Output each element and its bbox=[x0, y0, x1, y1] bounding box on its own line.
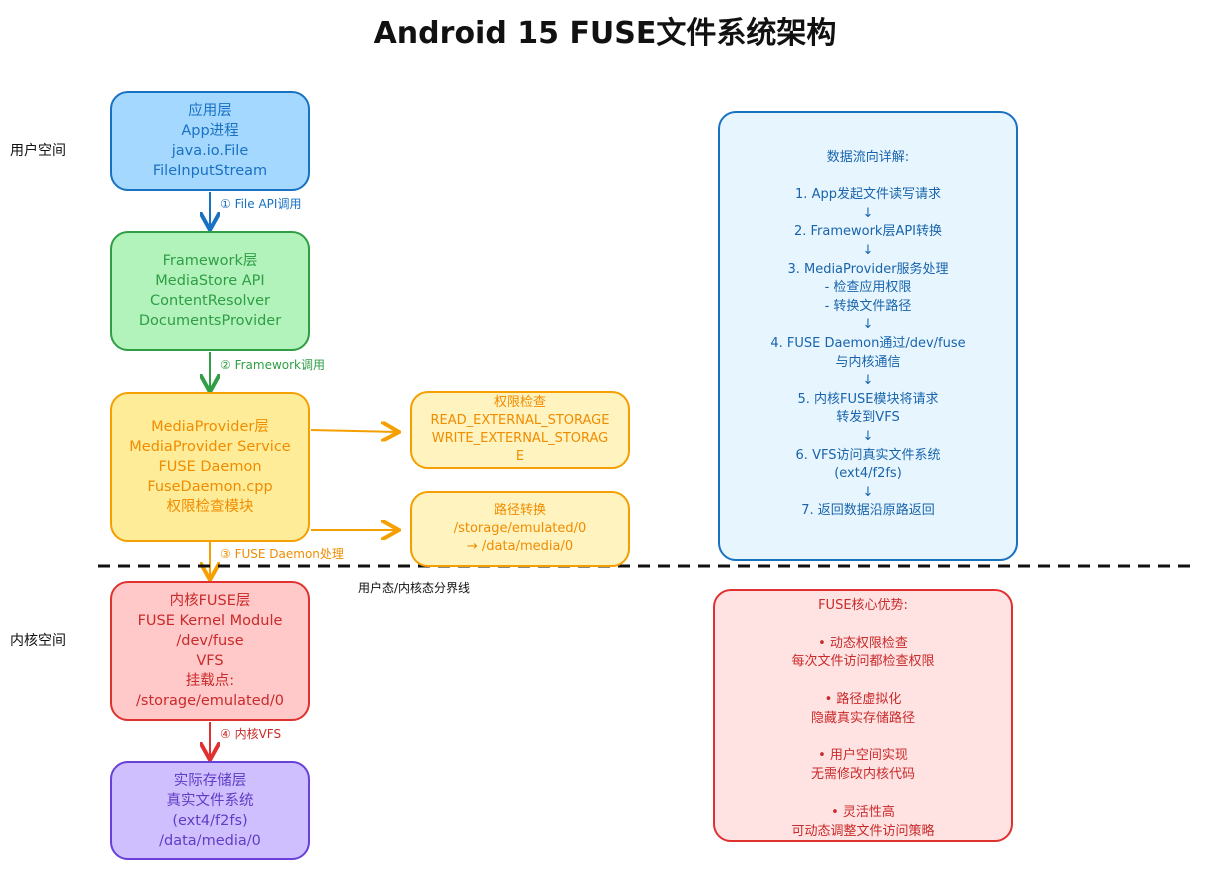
node-line: MediaProvider层 bbox=[151, 419, 269, 435]
node-line: E bbox=[515, 449, 525, 464]
flow-line: (ext4/f2fs) bbox=[834, 466, 902, 482]
node-line: App进程 bbox=[181, 123, 239, 139]
framework-layer-node: Framework层 MediaStore API ContentResolve… bbox=[110, 231, 310, 351]
flow-line: 4. FUSE Daemon通过/dev/fuse bbox=[770, 335, 966, 351]
kernel-space-label: 内核空间 bbox=[10, 633, 66, 649]
node-line: MediaProvider Service bbox=[129, 439, 291, 455]
flow-line: ↓ bbox=[862, 317, 874, 333]
flow-line: 5. 内核FUSE模块将请求 bbox=[797, 391, 939, 407]
user-space-label: 用户空间 bbox=[10, 143, 66, 159]
node-line: /data/media/0 bbox=[159, 832, 261, 849]
node-line: VFS bbox=[196, 653, 224, 669]
fuse-advantages-panel: FUSE核心优势: • 动态权限检查 每次文件访问都检查权限 • 路径虚拟化 隐… bbox=[713, 589, 1013, 842]
node-line: 权限检查 bbox=[493, 395, 546, 410]
node-line: 应用层 bbox=[188, 103, 232, 119]
advantage-line: • 用户空间实现 bbox=[818, 748, 908, 764]
node-line: /storage/emulated/0 bbox=[453, 521, 587, 536]
flow-line: 转发到VFS bbox=[836, 410, 900, 426]
advantage-line bbox=[861, 729, 865, 748]
mediaprovider-layer-node: MediaProvider层 MediaProvider Service FUS… bbox=[110, 392, 310, 542]
data-flow-panel: 数据流向详解: 1. App发起文件读写请求 ↓ 2. Framework层AP… bbox=[718, 111, 1018, 561]
advantage-line: 可动态调整文件访问策略 bbox=[791, 823, 935, 839]
node-line: Framework层 bbox=[162, 253, 258, 269]
flow-line bbox=[866, 168, 870, 187]
edge-label-framework: ② Framework调用 bbox=[220, 358, 326, 372]
flow-line: ↓ bbox=[862, 205, 874, 221]
node-line: → /data/media/0 bbox=[466, 539, 574, 554]
arrow-mediaprovider-to-permission bbox=[310, 430, 397, 432]
node-line: ContentResolver bbox=[150, 293, 270, 309]
node-line: DocumentsProvider bbox=[138, 313, 282, 329]
boundary-label: 用户态/内核态分界线 bbox=[358, 581, 471, 595]
advantage-line: 隐藏真实存储路径 bbox=[810, 710, 915, 726]
node-line: /storage/emulated/0 bbox=[136, 693, 284, 709]
node-line: 实际存储层 bbox=[173, 772, 247, 789]
permission-check-node: 权限检查 READ_EXTERNAL_STORAGE WRITE_EXTERNA… bbox=[410, 391, 630, 469]
node-line: /dev/fuse bbox=[176, 633, 244, 649]
node-line: 真实文件系统 bbox=[166, 792, 254, 809]
flow-line: ↓ bbox=[862, 428, 874, 444]
node-line: 挂载点: bbox=[185, 673, 235, 689]
flow-line: - 转换文件路径 bbox=[824, 298, 912, 314]
node-line: READ_EXTERNAL_STORAGE bbox=[430, 413, 610, 428]
flow-line: 3. MediaProvider服务处理 bbox=[787, 261, 949, 277]
node-line: FUSE Kernel Module bbox=[137, 613, 283, 629]
flow-line: ↓ bbox=[862, 484, 874, 500]
flow-line: ↓ bbox=[862, 242, 874, 258]
advantage-line bbox=[861, 616, 865, 635]
flow-line: 数据流向详解: bbox=[826, 150, 910, 165]
edge-label-fuse-daemon: ③ FUSE Daemon处理 bbox=[220, 547, 344, 561]
storage-layer-node: 实际存储层 真实文件系统 (ext4/f2fs) /data/media/0 bbox=[110, 761, 310, 860]
flow-line: 7. 返回数据沿原路返回 bbox=[801, 503, 935, 519]
path-convert-node: 路径转换 /storage/emulated/0 → /data/media/0 bbox=[410, 491, 630, 567]
advantage-line: FUSE核心优势: bbox=[818, 598, 908, 613]
advantage-line bbox=[861, 672, 865, 691]
node-line: java.io.File bbox=[171, 143, 249, 159]
node-line: (ext4/f2fs) bbox=[172, 812, 248, 829]
advantage-line: • 灵活性高 bbox=[831, 804, 895, 820]
advantage-line: 每次文件访问都检查权限 bbox=[791, 654, 935, 670]
diagram-title: Android 15 FUSE文件系统架构 bbox=[373, 16, 837, 51]
advantage-line: • 路径虚拟化 bbox=[824, 691, 902, 707]
node-line: WRITE_EXTERNAL_STORAG bbox=[431, 431, 609, 446]
node-line: 权限检查模块 bbox=[166, 499, 254, 515]
flow-line: 与内核通信 bbox=[835, 354, 901, 370]
node-line: 路径转换 bbox=[493, 503, 546, 518]
node-line: FUSE Daemon bbox=[158, 459, 262, 475]
advantage-line bbox=[861, 785, 865, 804]
edge-label-file-api: ① File API调用 bbox=[220, 197, 302, 211]
flow-line: 2. Framework层API转换 bbox=[793, 224, 943, 240]
flow-line: ↓ bbox=[862, 373, 874, 389]
node-line: FileInputStream bbox=[152, 163, 268, 179]
flow-line: 6. VFS访问真实文件系统 bbox=[795, 447, 941, 463]
flow-line: 1. App发起文件读写请求 bbox=[795, 187, 941, 203]
app-layer-node: 应用层 App进程 java.io.File FileInputStream bbox=[110, 91, 310, 191]
advantage-line: • 动态权限检查 bbox=[818, 635, 908, 651]
advantage-line: 无需修改内核代码 bbox=[810, 767, 915, 783]
node-line: MediaStore API bbox=[155, 273, 265, 289]
node-line: 内核FUSE层 bbox=[169, 593, 251, 609]
flow-line: - 检查应用权限 bbox=[824, 280, 912, 296]
edge-label-kernel-vfs: ④ 内核VFS bbox=[220, 727, 282, 741]
kernel-fuse-layer-node: 内核FUSE层 FUSE Kernel Module /dev/fuse VFS… bbox=[110, 581, 310, 721]
node-line: FuseDaemon.cpp bbox=[147, 479, 273, 495]
